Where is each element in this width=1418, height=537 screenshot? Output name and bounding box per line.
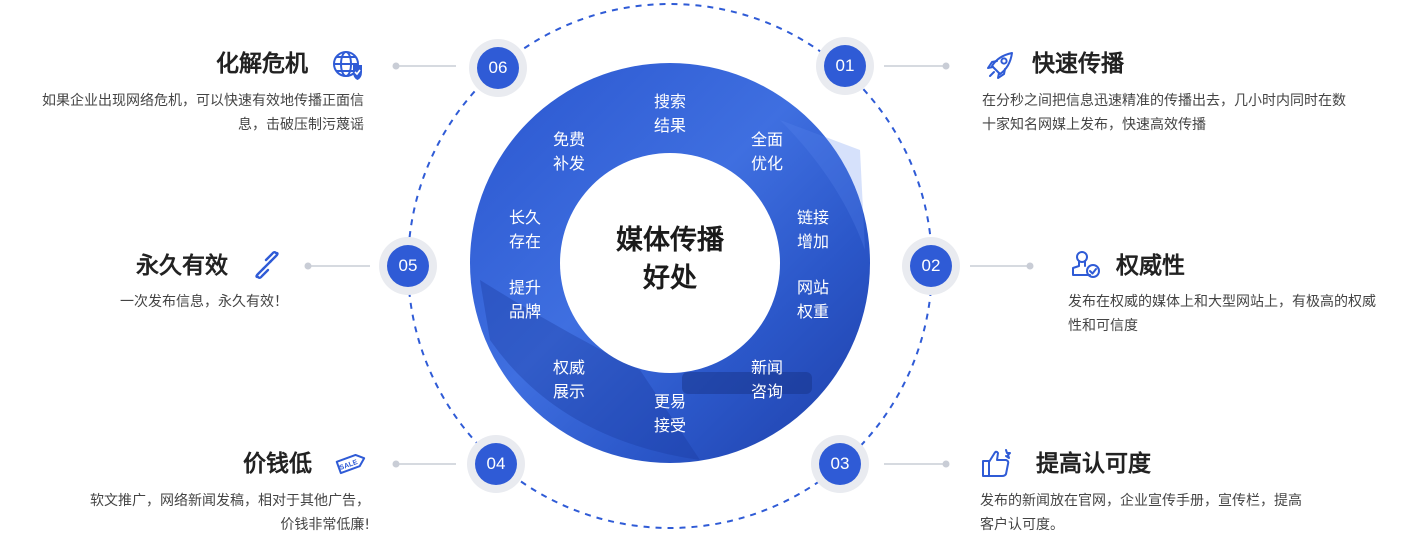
benefit-description-line: 息，击破压制污蔑谣 — [238, 117, 364, 133]
ring-label-line: 长久 — [508, 208, 541, 227]
globe-shield-icon — [331, 48, 365, 82]
connectors — [304, 62, 1034, 468]
benefit-title: 权威性 — [1116, 253, 1185, 279]
benefit-title: 化解危机 — [216, 51, 308, 77]
center-title-line1: 媒体传播 — [616, 225, 724, 256]
ring-label-easier-accept: 更易 接受 — [642, 390, 698, 438]
ring-label-line: 品牌 — [508, 302, 541, 321]
badge-number: 03 — [819, 443, 861, 485]
benefit-description-line: 发布在权威的媒体上和大型网站上，有极高的权威 — [1068, 294, 1376, 310]
benefit-description: 发布的新闻放在官网，企业宣传手册，宣传栏，提高 客户认可度。 — [980, 489, 1360, 537]
benefit-description: 软文推广，网络新闻发稿，相对于其他广告， 价钱非常低廉! — [40, 489, 370, 537]
benefit-title: 提高认可度 — [1036, 451, 1151, 477]
authority-stamp-icon — [1068, 248, 1102, 282]
center-title-line2: 好处 — [643, 263, 697, 294]
center-title: 媒体传播 好处 — [560, 222, 780, 298]
benefit-description: 一次发布信息，永久有效！ — [40, 290, 288, 314]
benefit-description-line: 一次发布信息，永久有效！ — [120, 294, 288, 310]
badge-05: 05 — [379, 237, 437, 295]
ring-label-line: 接受 — [653, 416, 686, 435]
ring-label-authority-display: 权威 展示 — [541, 356, 597, 404]
badge-number: 01 — [824, 45, 866, 87]
ring-label-line: 结果 — [653, 116, 686, 135]
badge-01: 01 — [816, 37, 874, 95]
sale-tag-icon: SALE — [334, 446, 368, 480]
link-icon — [250, 248, 284, 282]
benefit-title: 快速传播 — [1032, 51, 1124, 77]
ring-label-line: 展示 — [552, 382, 585, 401]
benefit-description: 在分秒之间把信息迅速精准的传播出去，几小时内同时在数 十家知名网媒上发布，快速高… — [982, 89, 1402, 137]
benefit-description-line: 客户认可度。 — [980, 517, 1064, 533]
rocket-icon — [984, 48, 1018, 82]
ring-label-line: 权重 — [796, 302, 829, 321]
ring-label-brand-boost: 提升 品牌 — [497, 276, 553, 324]
ring-label-line: 免费 — [552, 130, 585, 149]
ring-label-site-weight: 网站 权重 — [785, 276, 841, 324]
benefit-description-line: 软文推广，网络新闻发稿，相对于其他广告， — [90, 493, 370, 509]
benefit-description: 如果企业出现网络危机，可以快速有效地传播正面信 息，击破压制污蔑谣 — [0, 89, 364, 137]
badge-number: 04 — [475, 443, 517, 485]
ring-label-line: 链接 — [796, 208, 829, 227]
ring-label-line: 提升 — [508, 278, 541, 297]
badge-number: 02 — [910, 245, 952, 287]
ring-label-line: 咨询 — [750, 382, 783, 401]
ring-label-line: 全面 — [750, 130, 783, 149]
benefit-description: 发布在权威的媒体上和大型网站上，有极高的权威 性和可信度 — [1068, 290, 1418, 338]
benefit-description-line: 性和可信度 — [1068, 318, 1138, 334]
benefit-description-line: 如果企业出现网络危机，可以快速有效地传播正面信 — [42, 93, 364, 109]
ring-label-search-results: 搜索 结果 — [642, 90, 698, 138]
ring-label-line: 优化 — [750, 154, 783, 173]
ring-label-free-repost: 免费 补发 — [541, 128, 597, 176]
ring-label-line: 新闻 — [750, 358, 783, 377]
badge-03: 03 — [811, 435, 869, 493]
blue-ring — [470, 63, 870, 463]
ring-label-line: 增加 — [796, 232, 829, 251]
ring-label-long-lasting: 长久 存在 — [497, 206, 553, 254]
badge-number: 05 — [387, 245, 429, 287]
ring-label-full-optimization: 全面 优化 — [739, 128, 795, 176]
ring-label-line: 权威 — [552, 358, 585, 377]
ring-label-line: 补发 — [552, 154, 585, 173]
benefit-description-line: 发布的新闻放在官网，企业宣传手册，宣传栏，提高 — [980, 493, 1302, 509]
ring-label-more-links: 链接 增加 — [785, 206, 841, 254]
thumbs-up-icon — [980, 446, 1014, 480]
ring-label-line: 搜索 — [653, 92, 686, 111]
benefit-title: 价钱低 — [243, 451, 312, 477]
ring-label-line: 存在 — [508, 232, 541, 251]
benefit-description-line: 在分秒之间把信息迅速精准的传播出去，几小时内同时在数 — [982, 93, 1346, 109]
ring-label-news-consult: 新闻 咨询 — [739, 356, 795, 404]
benefit-description-line: 价钱非常低廉! — [280, 517, 370, 533]
benefit-title: 永久有效 — [136, 253, 228, 279]
badge-06: 06 — [469, 39, 527, 97]
ring-label-line: 更易 — [653, 392, 686, 411]
badge-02: 02 — [902, 237, 960, 295]
badge-number: 06 — [477, 47, 519, 89]
badge-04: 04 — [467, 435, 525, 493]
ring-label-line: 网站 — [796, 278, 829, 297]
benefit-description-line: 十家知名网媒上发布，快速高效传播 — [982, 117, 1206, 133]
